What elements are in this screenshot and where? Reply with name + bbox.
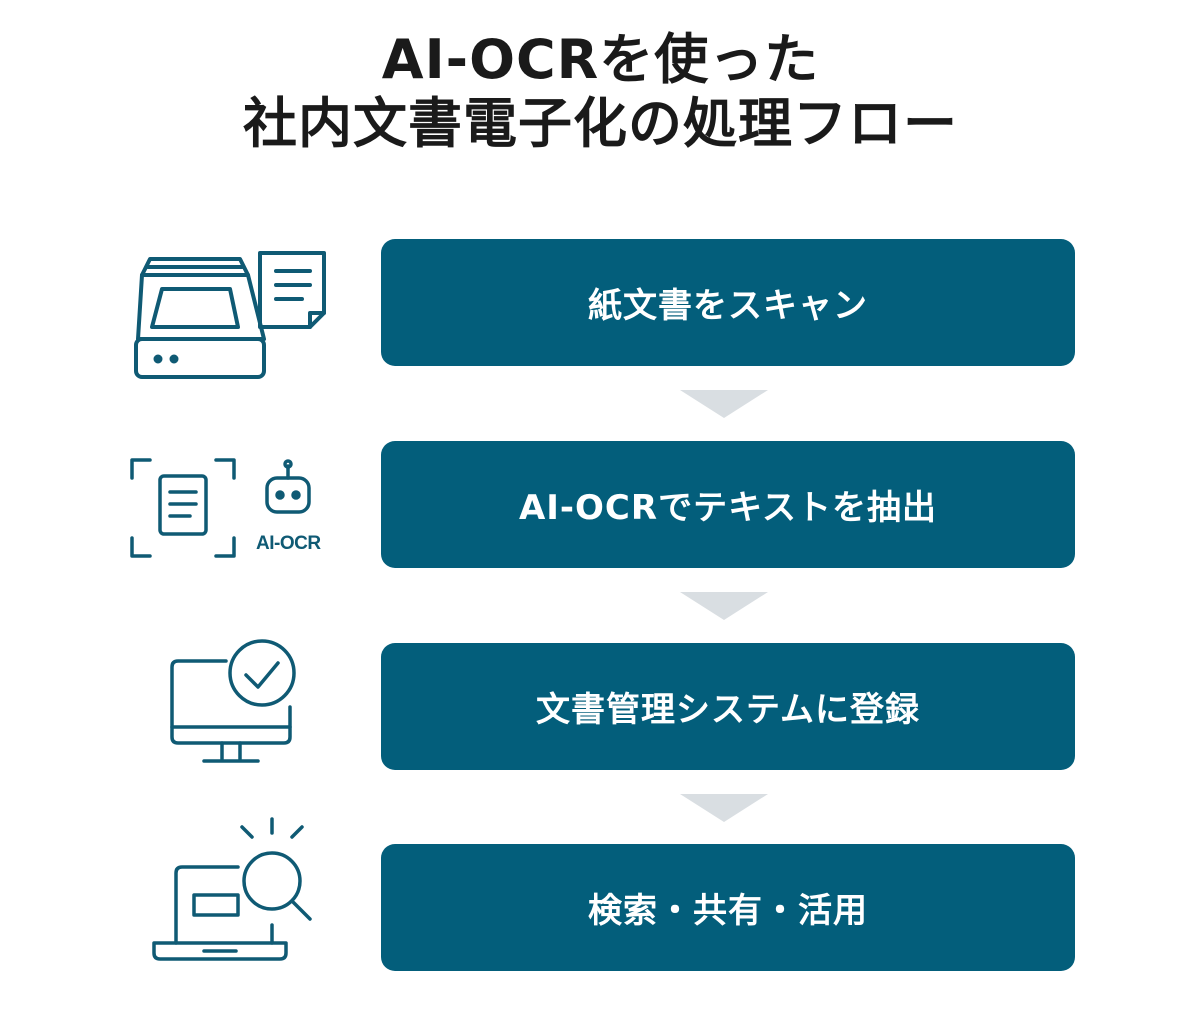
step-scan-label: 紙文書をスキャン (588, 286, 868, 326)
step-search-label: 検索・共有・活用 (588, 891, 868, 931)
step-register: 文書管理システムに登録 (381, 643, 1075, 770)
title-line-1: AI-OCRを使った (381, 28, 820, 91)
scanner-icon (130, 245, 340, 385)
flow-arrow-1 (680, 390, 768, 418)
ai-ocr-icon (128, 452, 328, 567)
step-ocr-label: AI-OCRでテキストを抽出 (518, 488, 938, 528)
flow-arrow-2 (680, 592, 768, 620)
laptop-search-icon (150, 815, 325, 975)
diagram-title: AI-OCRを使った 社内文書電子化の処理フロー (0, 28, 1201, 156)
step-scan: 紙文書をスキャン (381, 239, 1075, 366)
step-register-label: 文書管理システムに登録 (536, 690, 920, 730)
flow-arrow-3 (680, 794, 768, 822)
monitor-check-icon (160, 633, 310, 773)
step-search: 検索・共有・活用 (381, 844, 1075, 971)
step-ocr: AI-OCRでテキストを抽出 (381, 441, 1075, 568)
title-line-2: 社内文書電子化の処理フロー (243, 92, 958, 155)
ai-ocr-text: AI-OCR (256, 533, 321, 554)
